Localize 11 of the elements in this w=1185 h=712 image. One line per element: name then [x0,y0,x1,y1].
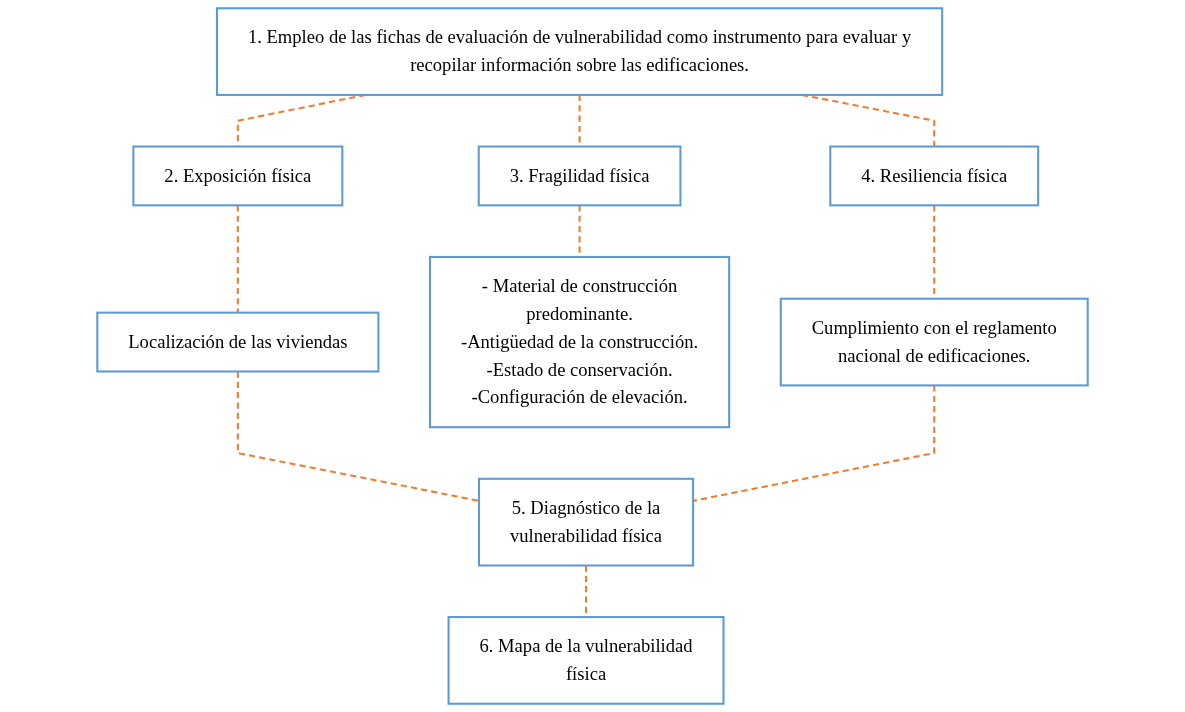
node-box: 6. Mapa de la vulnerabilidad física [447,616,725,705]
node-box: 2. Exposición física [132,145,344,207]
node-box: 3. Fragilidad física [477,145,682,207]
node-box: 5. Diagnóstico de la vulnerabilidad física [478,477,695,567]
node-box: - Material de construcción predominante. -Antigüedad de la construcción. -Estado de conservación. -Configuración de elevación. [428,255,731,429]
node-box: Localización de las viviendas [96,311,380,373]
node-box: 4. Resiliencia física [829,145,1040,207]
connector [236,205,239,313]
connector [236,371,480,502]
node-box: Cumplimiento con el reglamento nacional de edificaciones. [779,297,1089,387]
node-box: 1. Empleo de las fichas de evaluación de vulnerabilidad como instrumento para evaluar y recopilar información sobre las edificaciones. [215,7,944,96]
